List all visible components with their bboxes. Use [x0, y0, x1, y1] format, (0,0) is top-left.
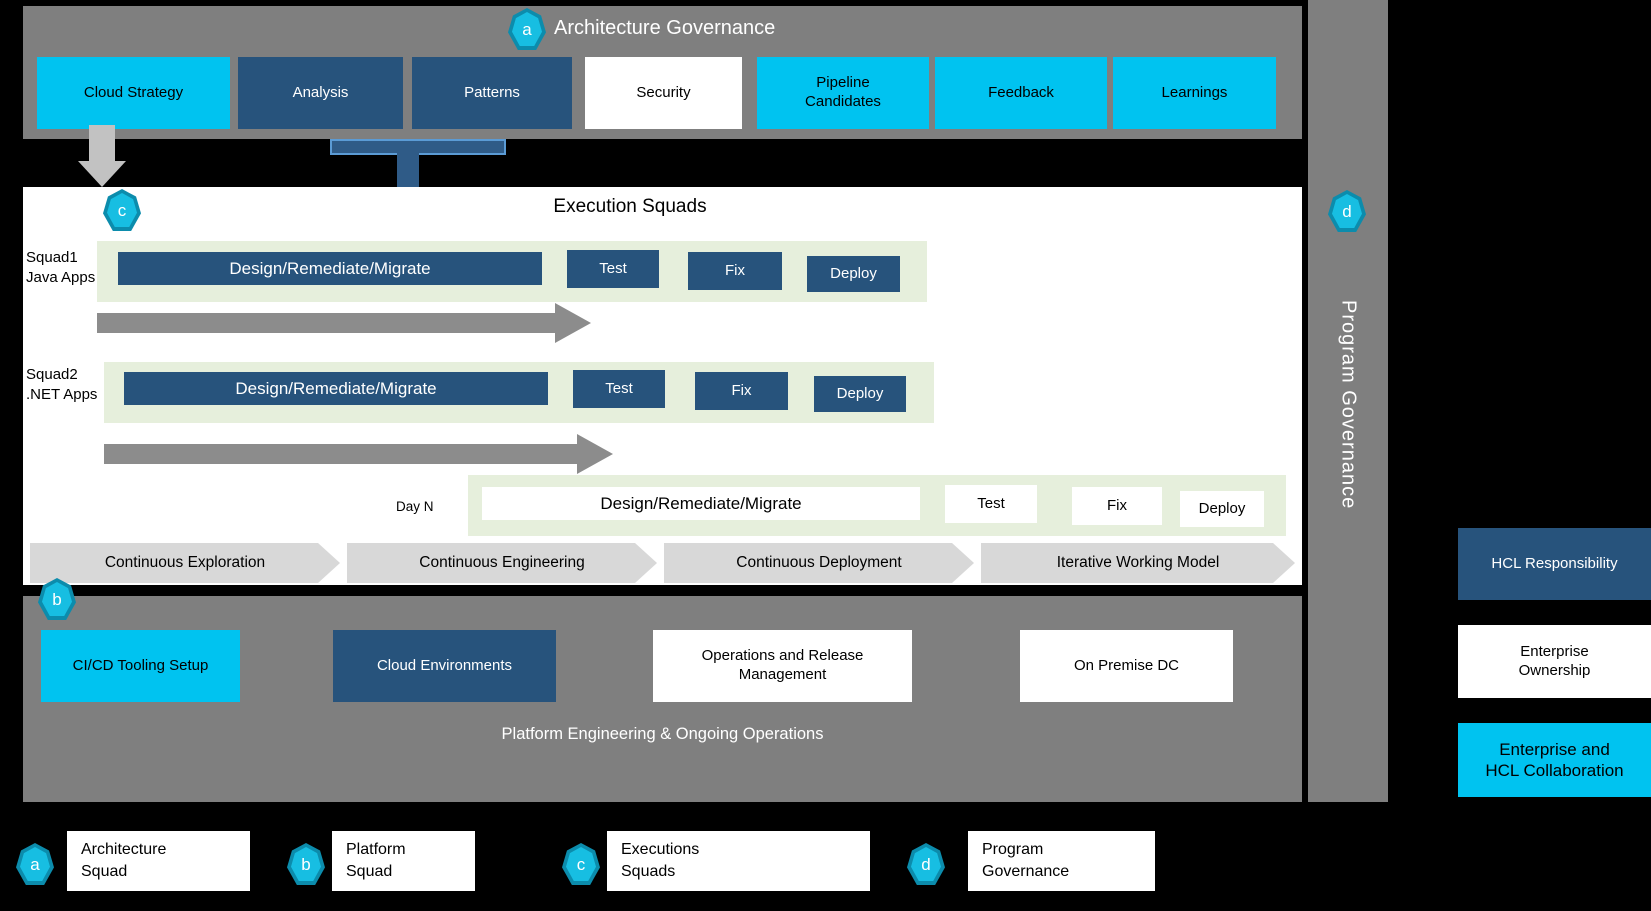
squad2-label: Squad2 .NET Apps [26, 366, 98, 404]
badge-a-letter: a [522, 19, 532, 39]
badge-d-letter: d [1342, 201, 1352, 221]
operations-release-management-box: Operations and Release Management [653, 630, 912, 702]
footer-badge-d-letter: d [921, 854, 931, 874]
button-pipeline-candidates: Pipeline Candidates [757, 57, 929, 129]
button-analysis: Analysis [238, 57, 403, 129]
legend-enterprise-hcl-collaboration: Enterprise and HCL Collaboration [1458, 723, 1651, 797]
footer-badge-c-hexagon-icon: c [562, 843, 600, 885]
footer-badge-c-letter: c [576, 854, 586, 874]
badge-b-letter: b [52, 589, 62, 609]
badge-b-hexagon-fill [42, 582, 72, 616]
footer-badge-c-fill [566, 847, 596, 881]
chevron-continuous-exploration: Continuous Exploration [30, 543, 340, 583]
gray-down-arrow-icon [78, 161, 126, 187]
architecture-governance-title: Architecture Governance [554, 17, 776, 39]
footer-badge-a-letter: a [30, 854, 40, 874]
program-governance-title-wrap: Program Governance [1308, 255, 1388, 555]
squad1-test-box: Test [567, 250, 659, 288]
squad1-timeline-arrow-shaft [97, 313, 555, 333]
button-security: Security [585, 57, 742, 129]
button-learnings: Learnings [1113, 57, 1276, 129]
footer-program-governance: Program Governance [968, 831, 1155, 891]
chevron-continuous-deployment: Continuous Deployment [664, 543, 974, 583]
program-governance-bar [1308, 0, 1388, 802]
dayn-label: Day N [396, 499, 434, 514]
legend-enterprise-ownership: Enterprise Ownership [1458, 625, 1651, 698]
chevron-iterative-working-model: Iterative Working Model [981, 543, 1295, 583]
dayn-design-box: Design/Remediate/Migrate [482, 487, 920, 520]
footer-platform-squad: Platform Squad [332, 831, 475, 891]
footer-badge-b-letter: b [301, 854, 311, 874]
squad2-deploy-box: Deploy [814, 376, 906, 412]
squad2-timeline-arrow-shaft [104, 444, 577, 464]
badge-d-hexagon-icon: d [1328, 190, 1366, 232]
platform-engineering-caption: Platform Engineering & Ongoing Operation… [501, 725, 824, 743]
squad1-label: Squad1 Java Apps [26, 249, 96, 287]
on-premise-dc-box: On Premise DC [1020, 630, 1233, 702]
badge-c-hexagon-icon: c [103, 189, 141, 231]
footer-executions-squads: Executions Squads [607, 831, 870, 891]
badge-c-hexagon-fill [107, 193, 137, 227]
cicd-tooling-setup-box: CI/CD Tooling Setup [41, 630, 240, 702]
footer-architecture-squad: Architecture Squad [67, 831, 250, 891]
badge-b-hexagon-icon: b [38, 578, 76, 620]
footer-badge-d-hexagon-icon: d [907, 843, 945, 885]
badge-c-letter: c [117, 200, 127, 220]
squad2-timeline-arrow-icon [577, 434, 613, 474]
button-patterns: Patterns [412, 57, 572, 129]
dayn-deploy-box: Deploy [1180, 491, 1264, 527]
squad2-fix-box: Fix [695, 372, 788, 410]
gray-down-arrow-shaft [89, 125, 115, 163]
cloud-environments-box: Cloud Environments [333, 630, 556, 702]
dayn-fix-box: Fix [1072, 487, 1162, 525]
program-governance-title: Program Governance [1337, 300, 1360, 510]
chevron-continuous-engineering: Continuous Engineering [347, 543, 657, 583]
squad1-deploy-box: Deploy [807, 256, 900, 292]
legend-hcl-responsibility: HCL Responsibility [1458, 528, 1651, 600]
footer-badge-a-fill [20, 847, 50, 881]
squad1-timeline-arrow-icon [555, 303, 591, 343]
badge-a-hexagon-fill [512, 12, 542, 46]
squad2-test-box: Test [573, 370, 665, 408]
footer-badge-b-fill [291, 847, 321, 881]
button-cloud-strategy: Cloud Strategy [37, 57, 230, 129]
footer-badge-d-fill [911, 847, 941, 881]
squad2-design-box: Design/Remediate/Migrate [124, 372, 548, 405]
badge-d-hexagon-fill [1332, 194, 1362, 228]
squad1-design-box: Design/Remediate/Migrate [118, 252, 542, 285]
dayn-test-box: Test [945, 485, 1037, 523]
footer-badge-b-hexagon-icon: b [287, 843, 325, 885]
badge-a-hexagon-icon: a [508, 8, 546, 50]
execution-squads-title: Execution Squads [553, 196, 707, 217]
button-feedback: Feedback [935, 57, 1107, 129]
footer-badge-a-hexagon-icon: a [16, 843, 54, 885]
squad1-fix-box: Fix [688, 252, 782, 290]
